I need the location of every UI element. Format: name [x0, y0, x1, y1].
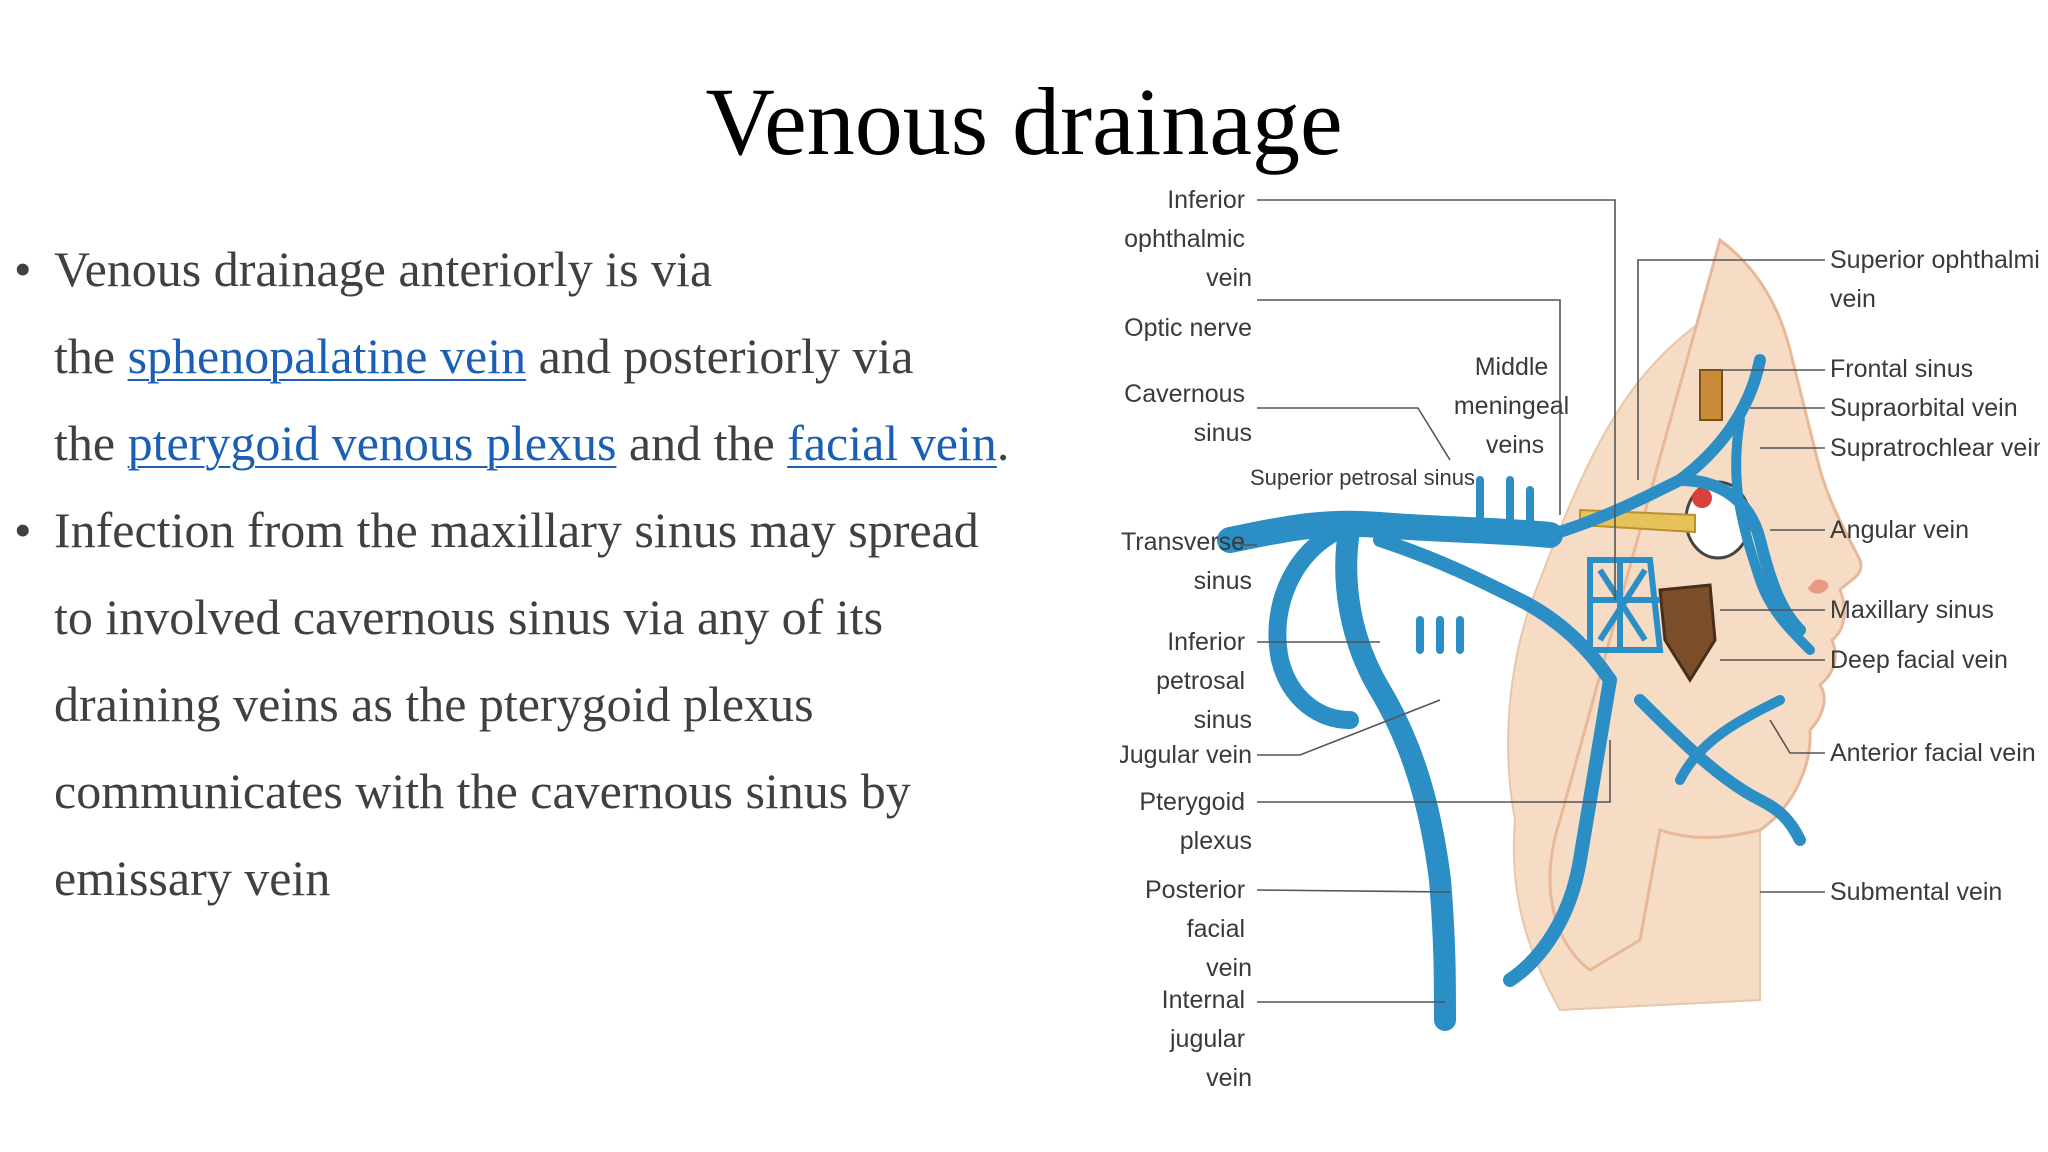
facial-vein-link[interactable]: facial vein — [787, 415, 997, 471]
slide-title: Venous drainage — [705, 68, 1343, 175]
label-middle-meningeal-veins: Middle meningeal veins — [1454, 353, 1576, 459]
bullet-line: communicates with the cavernous sinus by — [54, 763, 911, 819]
bullet-line: Infection from the maxillary sinus may s… — [54, 502, 979, 558]
bullet-line: emissary vein — [54, 850, 331, 906]
text-the: the — [54, 415, 128, 471]
bullet-line: to involved cavernous sinus via any of i… — [54, 589, 884, 645]
label-transverse-sinus: Transverse sinus — [1121, 528, 1252, 595]
text-posteriorly: and posteriorly via — [526, 328, 914, 384]
bullet-list: • Venous drainage anteriorly is via the … — [14, 226, 1124, 922]
leader-lines — [1240, 199, 1825, 1003]
label-posterior-facial-vein: Posterior facial vein — [1145, 876, 1252, 982]
label-angular-vein: Angular vein — [1830, 516, 1969, 544]
label-deep-facial-vein: Deep facial vein — [1830, 646, 2008, 674]
bullet-item-venous: • Venous drainage anteriorly is via the … — [14, 226, 1124, 487]
sphenopalatine-vein-link[interactable]: sphenopalatine vein — [127, 328, 527, 384]
pterygoid-plexus-mesh — [1587, 557, 1664, 653]
middle-labels: Middle meningeal veins Superior petrosal… — [1250, 353, 1576, 490]
left-labels: Inferior ophthalmic vein Optic nerve Cav… — [1120, 186, 1252, 1092]
label-supratrochlear-vein: Supratrochlear vein — [1830, 434, 2040, 462]
label-inferior-petrosal-sinus: Inferior petrosal sinus — [1156, 628, 1252, 734]
lips-shape — [1808, 579, 1829, 594]
bullet-line: the pterygoid venous plexus and the faci… — [54, 400, 1124, 487]
label-pterygoid-plexus: Pterygoid plexus — [1139, 788, 1252, 855]
label-frontal-sinus: Frontal sinus — [1830, 355, 1973, 383]
maxillary-sinus-shape — [1658, 583, 1717, 683]
label-optic-nerve: Optic nerve — [1124, 314, 1252, 342]
right-labels: Superior ophthalmic vein Frontal sinus S… — [1830, 246, 2040, 906]
eye-red-spot — [1692, 488, 1712, 508]
label-maxillary-sinus: Maxillary sinus — [1830, 596, 1994, 624]
label-submental-vein: Submental vein — [1830, 878, 2002, 906]
bullet-line: Venous drainage anteriorly is via — [54, 241, 713, 297]
text-period: . — [996, 415, 1010, 471]
label-internal-jugular-vein: Internal jugular vein — [1162, 986, 1252, 1092]
label-superior-petrosal-sinus: Superior petrosal sinus — [1250, 465, 1475, 490]
text-and-the: and the — [616, 415, 788, 471]
label-superior-ophthalmic-vein: Superior ophthalmic vein — [1830, 246, 2040, 313]
bullet-line: the sphenopalatine vein and posteriorly … — [54, 313, 1124, 400]
bullet-line: draining veins as the pterygoid plexus — [54, 676, 814, 732]
label-supraorbital-vein: Supraorbital vein — [1830, 394, 2018, 422]
label-anterior-facial-vein: Anterior facial vein — [1830, 739, 2036, 767]
bullet-item-infection: • Infection from the maxillary sinus may… — [14, 487, 1124, 922]
label-jugular-vein: Jugular vein — [1120, 741, 1252, 769]
bullet-dot: • — [14, 241, 32, 297]
label-inferior-ophthalmic-vein: Inferior ophthalmic vein — [1124, 186, 1252, 292]
label-cavernous-sinus: Cavernous sinus — [1124, 380, 1252, 447]
bullet-dot: • — [14, 502, 32, 558]
pterygoid-venous-plexus-link[interactable]: pterygoid venous plexus — [127, 415, 617, 471]
venous-drainage-diagram: Inferior ophthalmic vein Optic nerve Cav… — [1120, 186, 2040, 1092]
frontal-sinus-shape — [1699, 369, 1723, 421]
text-the: the — [54, 328, 128, 384]
